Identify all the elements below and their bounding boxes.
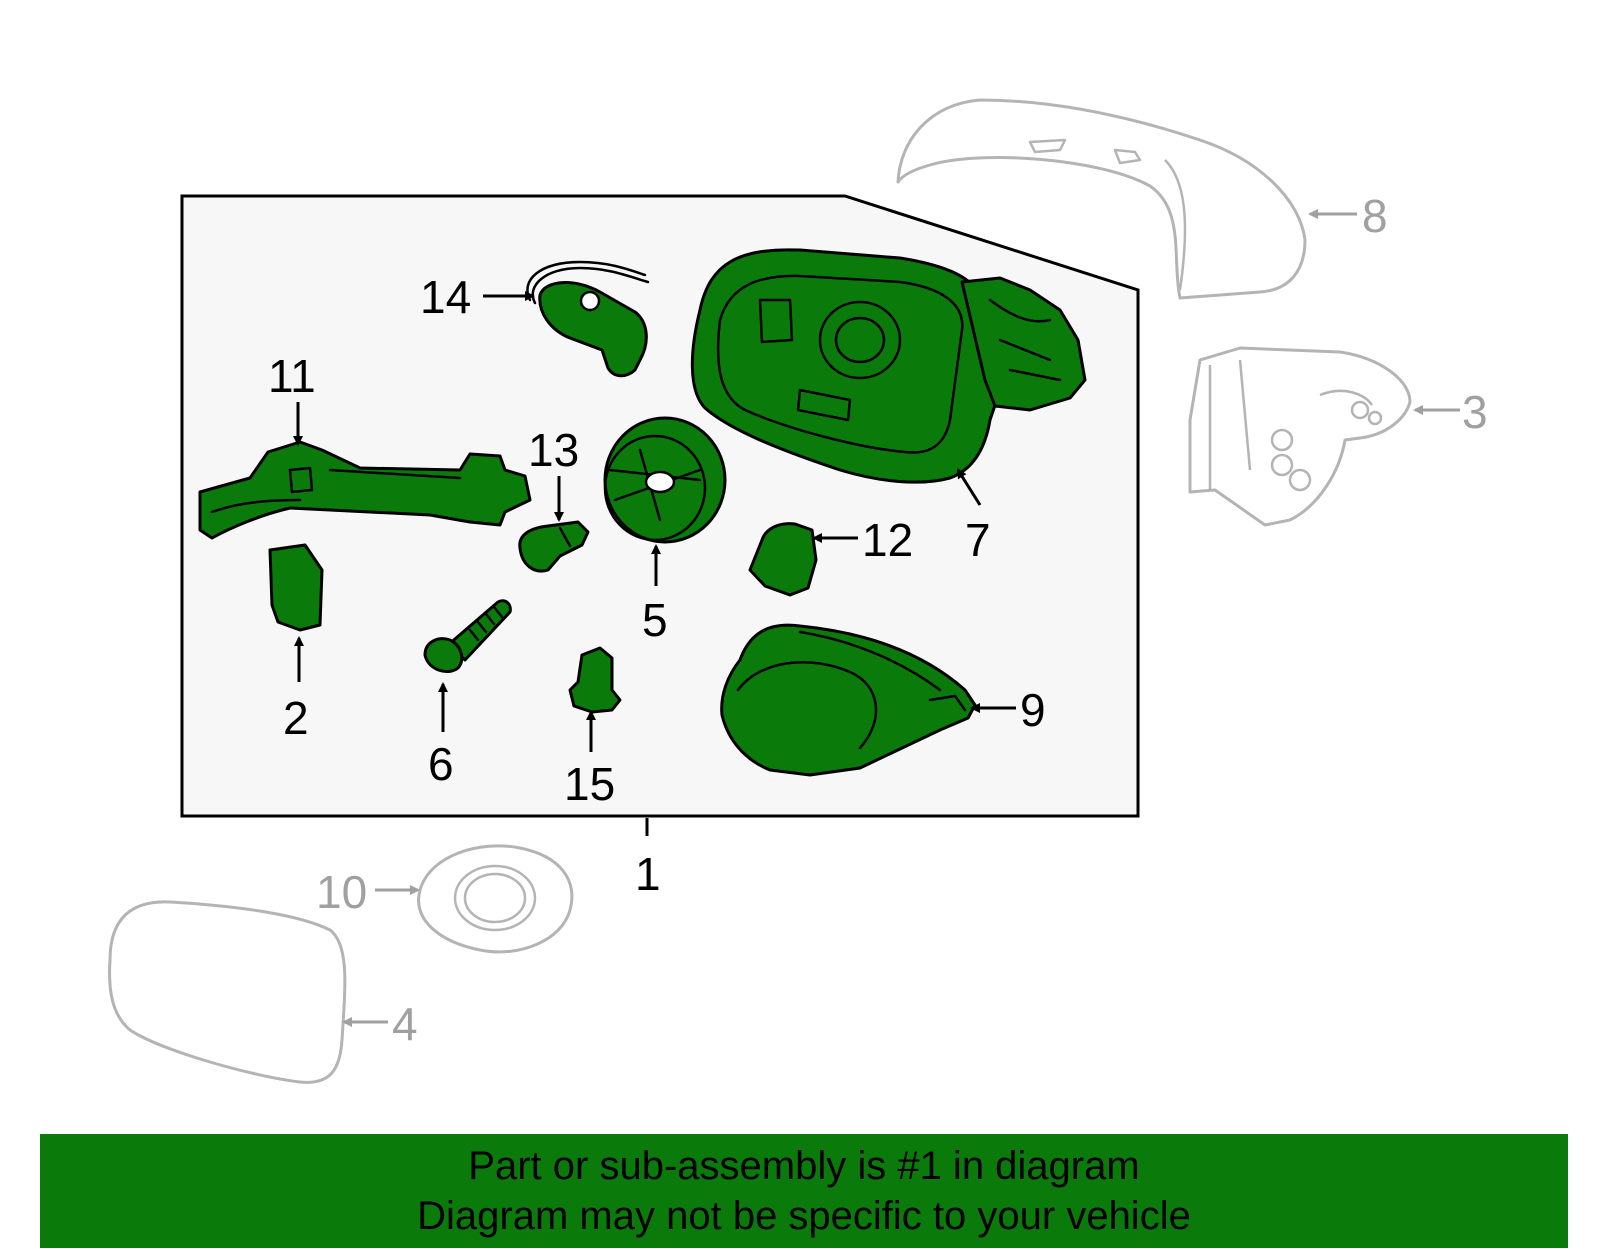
- callout-5: 5: [642, 594, 668, 646]
- arrow-7: [956, 468, 982, 506]
- part-3-housing: [1188, 346, 1412, 527]
- callout-15: 15: [564, 758, 615, 810]
- part-6-bolt: [423, 599, 512, 673]
- part-9-lower-cover: [720, 623, 977, 777]
- callout-7: 7: [965, 514, 991, 566]
- callout-13: 13: [528, 424, 579, 476]
- footer-line-2: Diagram may not be specific to your vehi…: [417, 1194, 1191, 1238]
- part-12-connector: [748, 522, 818, 597]
- part-10-lens-ring: [417, 844, 574, 954]
- part-13-bulb: [518, 520, 590, 573]
- callout-11: 11: [268, 350, 316, 402]
- part-11-turn-signal: [198, 440, 532, 540]
- part-7-mirror-frame: [690, 248, 1087, 484]
- part-2-block: [268, 543, 324, 632]
- callout-14: 14: [420, 271, 471, 323]
- callout-6: 6: [428, 738, 454, 790]
- part-4-mirror-glass: [108, 900, 347, 1084]
- callout-8: 8: [1362, 190, 1388, 242]
- footer-banner: Part or sub-assembly is #1 in diagram Di…: [40, 1134, 1568, 1248]
- callout-3: 3: [1462, 386, 1488, 438]
- callout-2: 2: [283, 692, 309, 744]
- footer-line-1: Part or sub-assembly is #1 in diagram: [468, 1144, 1140, 1188]
- callout-1: 1: [635, 848, 661, 900]
- callout-10: 10: [316, 866, 367, 918]
- callout-12: 12: [862, 514, 913, 566]
- callout-9: 9: [1020, 684, 1046, 736]
- part-8-mirror-cap: [896, 98, 1307, 300]
- part-15-clip: [568, 646, 622, 714]
- callout-4: 4: [392, 998, 418, 1050]
- part-5-motor: [603, 416, 727, 544]
- part-14-lamp-harness: [526, 260, 650, 378]
